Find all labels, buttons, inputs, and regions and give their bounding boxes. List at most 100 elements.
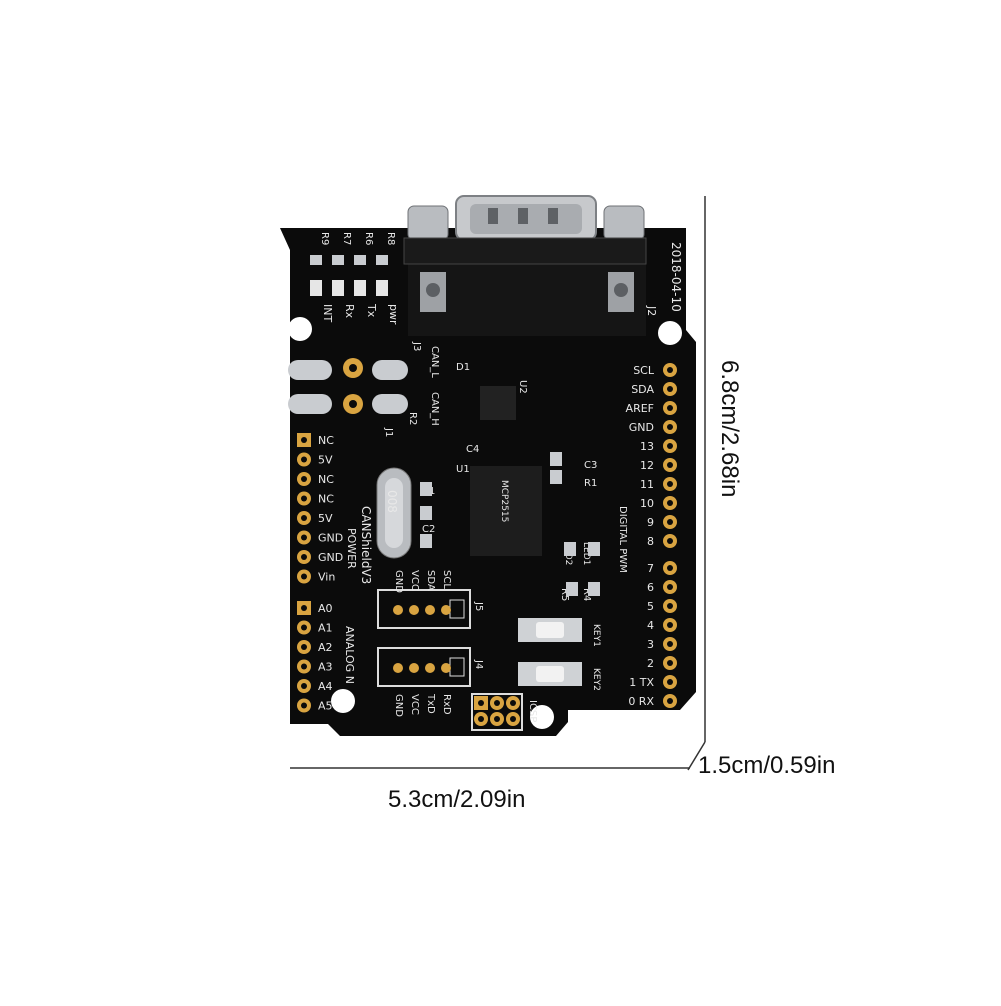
pin-hole bbox=[667, 641, 673, 647]
db9-connector bbox=[403, 195, 647, 336]
width-dimension-label: 5.3cm/2.09in bbox=[388, 786, 526, 813]
smd-part bbox=[564, 542, 576, 556]
pin-hole bbox=[494, 716, 500, 722]
digital-pin-label: 1 TX bbox=[629, 676, 654, 689]
digital-pin-label: 13 bbox=[640, 440, 654, 453]
pin-hole bbox=[667, 500, 673, 506]
led-label: Tx bbox=[365, 303, 378, 318]
crystal-oscillator bbox=[376, 467, 412, 559]
pin-hole bbox=[494, 700, 500, 706]
connector-pin bbox=[425, 605, 435, 615]
pin-hole bbox=[667, 584, 673, 590]
digital-pin-label: 4 bbox=[647, 619, 654, 632]
status-led bbox=[310, 280, 322, 296]
can-l-label: CAN_L bbox=[429, 346, 440, 378]
pin-hole bbox=[478, 700, 484, 706]
digital-pin-label: 2 bbox=[647, 657, 654, 670]
pin-hole bbox=[667, 603, 673, 609]
key1-button bbox=[518, 618, 582, 642]
u1-label: U1 bbox=[456, 464, 470, 475]
power-pin-label: NC bbox=[318, 434, 334, 447]
analog-pin-label: A3 bbox=[318, 661, 333, 674]
r2-label: R2 bbox=[407, 412, 418, 425]
analog-pin-label: A2 bbox=[318, 641, 333, 654]
pin-hole bbox=[667, 679, 673, 685]
u2-chip bbox=[480, 386, 516, 420]
status-led bbox=[354, 280, 366, 296]
pin-hole bbox=[667, 367, 673, 373]
pin-hole bbox=[667, 622, 673, 628]
j4-ref: J4 bbox=[473, 659, 484, 669]
mounting-hole bbox=[288, 317, 312, 341]
pin-hole bbox=[301, 554, 307, 560]
mounting-hole bbox=[530, 705, 554, 729]
smd-part bbox=[588, 582, 600, 596]
pin-hole bbox=[667, 424, 673, 430]
digital-pin-label: SCL bbox=[633, 364, 655, 377]
led-label: INT bbox=[321, 304, 334, 322]
j5-pin-label: GND bbox=[393, 570, 404, 593]
analog-pin-label: A5 bbox=[318, 700, 333, 713]
status-led bbox=[376, 280, 388, 296]
resistor bbox=[354, 255, 366, 265]
pin-hole bbox=[478, 716, 484, 722]
height-dimension-label: 6.8cm/2.68in bbox=[716, 360, 743, 498]
power-pin-label: GND bbox=[318, 551, 343, 564]
digital-pin-label: 8 bbox=[647, 535, 654, 548]
key1-label: KEY1 bbox=[591, 624, 601, 647]
d1-label: D1 bbox=[456, 362, 470, 373]
resistor bbox=[332, 255, 344, 265]
icsp-label: ICSP bbox=[527, 700, 538, 722]
digital-pin-label: 7 bbox=[647, 562, 654, 575]
board-date: 2018-04-10 bbox=[669, 242, 683, 312]
resistor-label: R8 bbox=[385, 232, 396, 245]
digital-pin-label: SDA bbox=[631, 383, 654, 396]
digital-header-title: DIGITAL PWM bbox=[617, 506, 628, 573]
pin-hole bbox=[667, 538, 673, 544]
board-name: CANShieldV3 bbox=[359, 506, 373, 584]
pin-hole bbox=[301, 683, 307, 689]
c3-label: C3 bbox=[584, 460, 597, 471]
depth-dimension-label: 1.5cm/0.59in bbox=[698, 752, 836, 779]
can-bus-pads bbox=[288, 358, 408, 414]
pin-hole bbox=[667, 698, 673, 704]
smd-part bbox=[550, 452, 562, 466]
digital-pin-label: 9 bbox=[647, 516, 654, 529]
can-h-label: CAN_H bbox=[429, 392, 440, 426]
resistor-label: R7 bbox=[341, 232, 352, 245]
j4-pin-label: GND bbox=[393, 694, 404, 717]
digital-pin-label: 0 RX bbox=[628, 695, 654, 708]
resistor-label: R6 bbox=[363, 232, 374, 245]
pin-hole bbox=[301, 495, 307, 502]
power-pin-label: NC bbox=[318, 473, 334, 486]
pin-hole bbox=[301, 534, 307, 541]
digital-pin-label: GND bbox=[629, 421, 654, 434]
pin-hole bbox=[301, 515, 307, 521]
mcp2515-chip bbox=[470, 466, 542, 556]
pin-hole bbox=[667, 386, 673, 392]
power-pin-label: NC bbox=[318, 493, 334, 506]
pin-hole bbox=[301, 456, 307, 463]
j5-pin-label: SDA bbox=[425, 570, 436, 591]
pin-hole bbox=[301, 476, 307, 482]
power-pin-label: GND bbox=[318, 532, 343, 545]
pin-hole bbox=[510, 716, 516, 722]
crystal-marking: 008 bbox=[385, 490, 399, 513]
pin-hole bbox=[667, 519, 673, 525]
led-label: pwr bbox=[387, 304, 400, 325]
pin-hole bbox=[667, 481, 673, 487]
j5-pin-label: VCC bbox=[409, 570, 420, 591]
connector-ref: J2 bbox=[645, 305, 658, 316]
digital-pin-label: 5 bbox=[647, 600, 654, 613]
digital-pin-label: AREF bbox=[626, 402, 654, 415]
r1-label: R1 bbox=[584, 478, 597, 489]
j4-pin-label: RxD bbox=[441, 694, 452, 715]
smd-part bbox=[550, 470, 562, 484]
pin-hole bbox=[667, 405, 673, 411]
j1-label: J1 bbox=[383, 427, 394, 437]
pin-hole bbox=[667, 443, 673, 449]
j4-pin-label: VCC bbox=[409, 694, 420, 715]
smd-part bbox=[420, 506, 432, 520]
